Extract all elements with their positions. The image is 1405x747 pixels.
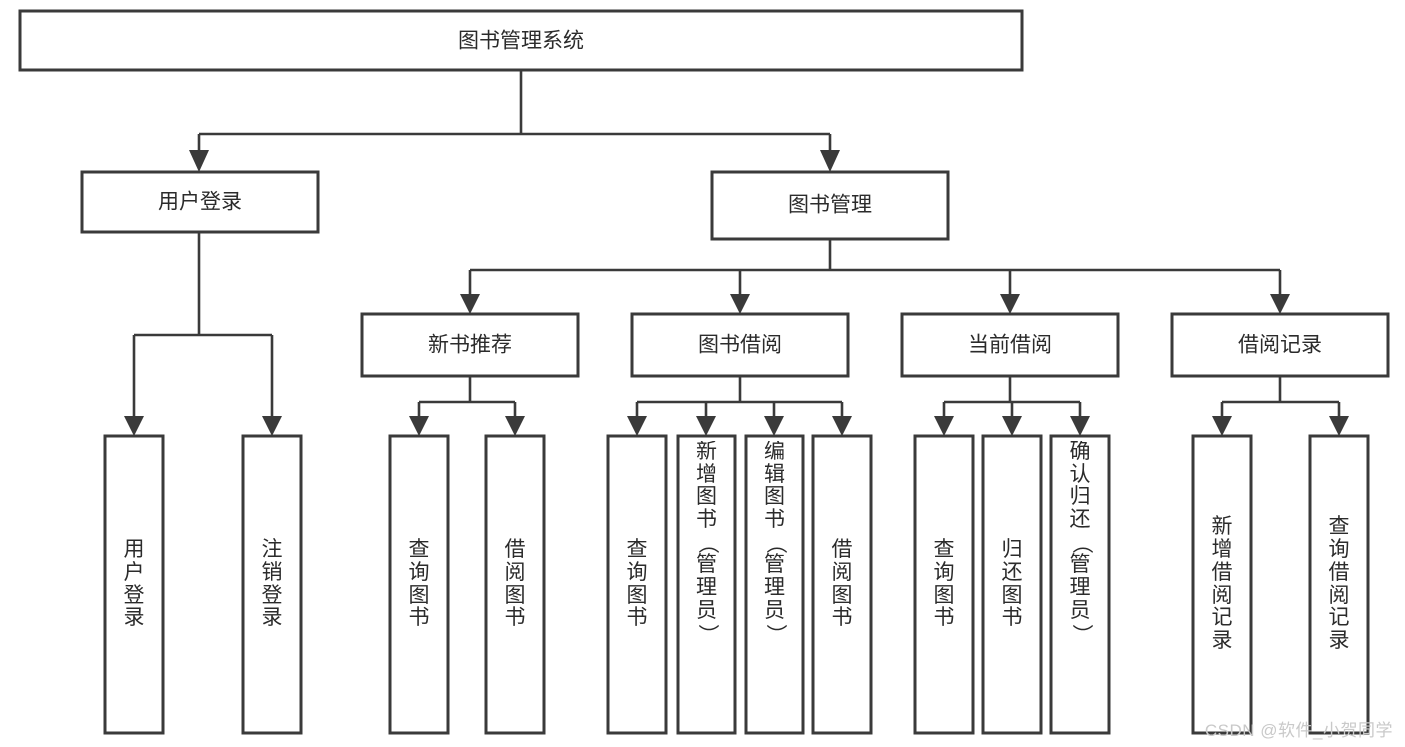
node-leaf-query-book-1[interactable] (388, 434, 450, 735)
arrow-to-leaf-query-borrow-record (1329, 416, 1349, 436)
label-leaf-query-book-3: 查询图书 (933, 538, 955, 630)
label-leaf-logout-login: 注销登录 (261, 538, 283, 630)
arrow-to-book-management (820, 150, 840, 172)
node-layer (18, 9, 1390, 735)
node-leaf-borrow-book-1[interactable] (484, 434, 546, 735)
label-leaf-confirm-return-admin: 确认归还（管理员） (1069, 441, 1093, 645)
label-user-login: 用户登录 (158, 191, 242, 214)
node-user-login[interactable] (80, 170, 320, 234)
arrow-to-book-borrow (730, 294, 750, 314)
node-current-borrow[interactable] (900, 312, 1120, 378)
label-leaf-query-book-2: 查询图书 (626, 538, 648, 630)
label-new-book-recommend: 新书推荐 (428, 334, 512, 357)
label-book-borrow: 图书借阅 (698, 334, 782, 357)
node-book-management[interactable] (710, 170, 950, 241)
node-leaf-add-book-admin[interactable] (676, 434, 737, 735)
arrow-to-leaf-edit-book-admin (764, 416, 784, 436)
node-borrow-record[interactable] (1170, 312, 1390, 378)
label-layer: 图书管理系统 用户登录 图书管理 新书推荐 图书借阅 当前借阅 借阅记录 (158, 30, 1322, 357)
label-current-borrow: 当前借阅 (968, 334, 1052, 357)
label-leaf-query-book-1: 查询图书 (408, 538, 430, 630)
node-book-borrow[interactable] (630, 312, 850, 378)
arrow-to-leaf-query-book-1 (409, 416, 429, 436)
node-leaf-return-book[interactable] (981, 434, 1043, 735)
connector-layer (124, 70, 1349, 436)
arrow-to-leaf-query-book-2 (627, 416, 647, 436)
arrow-to-leaf-query-book-3 (934, 416, 954, 436)
label-leaf-borrow-book-2: 借阅图书 (831, 538, 853, 630)
arrow-to-leaf-user-login (124, 416, 144, 436)
node-leaf-query-borrow-record[interactable] (1308, 434, 1370, 735)
node-leaf-add-borrow-record[interactable] (1191, 434, 1253, 735)
arrow-to-leaf-borrow-book-2 (832, 416, 852, 436)
label-leaf-edit-book-admin: 编辑图书（管理员） (763, 441, 787, 645)
arrow-to-leaf-borrow-book-1 (505, 416, 525, 436)
arrow-to-leaf-add-book-admin (696, 416, 716, 436)
node-new-book-recommend[interactable] (360, 312, 580, 378)
node-leaf-edit-book-admin[interactable] (744, 434, 805, 735)
node-leaf-query-book-2[interactable] (606, 434, 668, 735)
label-leaf-add-borrow-record: 新增借阅记录 (1211, 515, 1233, 652)
node-leaf-borrow-book-2[interactable] (811, 434, 873, 735)
label-leaf-query-borrow-record: 查询借阅记录 (1328, 515, 1350, 652)
arrow-to-leaf-logout-login (262, 416, 282, 436)
arrow-to-new-book-recommend (460, 294, 480, 314)
label-root: 图书管理系统 (458, 30, 584, 53)
arrow-to-leaf-return-book (1002, 416, 1022, 436)
label-leaf-borrow-book-1: 借阅图书 (504, 538, 526, 630)
node-leaf-logout-login[interactable] (241, 434, 303, 735)
label-book-management: 图书管理 (788, 194, 872, 217)
arrow-to-leaf-confirm-return-admin (1070, 416, 1090, 436)
label-leaf-add-book-admin: 新增图书（管理员） (695, 441, 719, 645)
node-root[interactable] (18, 9, 1024, 72)
node-leaf-query-book-3[interactable] (913, 434, 975, 735)
arrow-to-current-borrow (1000, 294, 1020, 314)
arrow-to-borrow-record (1270, 294, 1290, 314)
node-leaf-user-login[interactable] (103, 434, 165, 735)
label-leaf-return-book: 归还图书 (1001, 538, 1023, 630)
arrow-to-leaf-add-borrow-record (1212, 416, 1232, 436)
label-borrow-record: 借阅记录 (1238, 334, 1322, 357)
label-leaf-user-login: 用户登录 (123, 538, 145, 630)
node-leaf-confirm-return-admin[interactable] (1049, 434, 1111, 735)
arrow-to-user-login (189, 150, 209, 172)
